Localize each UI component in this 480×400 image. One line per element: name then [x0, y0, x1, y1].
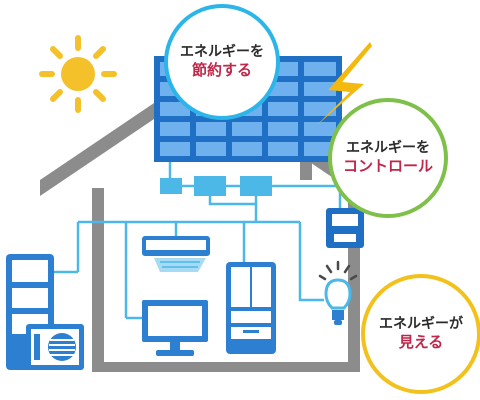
save-energy-line2: 節約する	[191, 61, 252, 80]
television-icon	[142, 300, 208, 356]
control-energy-callout: エネルギーを コントロール	[328, 98, 448, 218]
save-energy-line1: エネルギーを	[180, 44, 264, 61]
refrigerator-icon	[226, 262, 276, 354]
sun-icon	[39, 35, 117, 113]
heat-pump-icon	[26, 324, 84, 370]
see-energy-line1: エネルギーが	[379, 316, 463, 333]
control-energy-line1: エネルギーを	[346, 140, 430, 157]
see-energy-callout: エネルギーが 見える	[361, 274, 480, 394]
save-energy-callout: エネルギーを 節約する	[164, 4, 280, 120]
lightning-icon	[316, 42, 372, 126]
air-conditioner-icon	[142, 236, 210, 272]
control-energy-line2: コントロール	[342, 157, 433, 176]
hems-controller-icon	[160, 176, 272, 196]
see-energy-line2: 見える	[398, 333, 444, 352]
smart-meter-icon	[326, 208, 364, 248]
light-bulb-icon	[318, 260, 358, 325]
